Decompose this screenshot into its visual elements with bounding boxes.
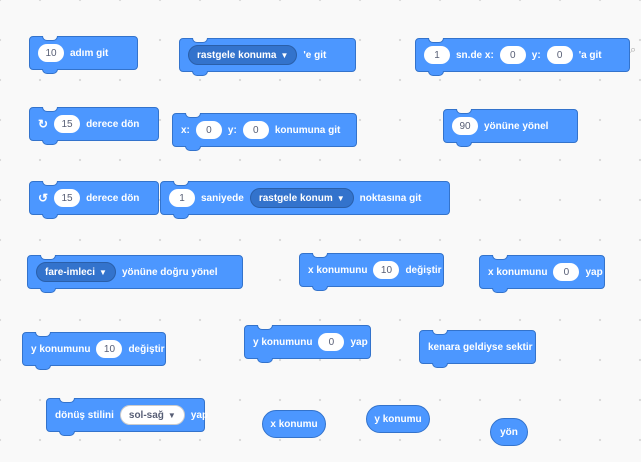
goto-xy-block[interactable]: x: 0 y: 0 konumuna git bbox=[172, 113, 357, 151]
goto-x-input[interactable]: 0 bbox=[195, 121, 222, 139]
goto-target-dropdown[interactable]: rastgele konuma ▼ bbox=[188, 45, 298, 65]
goto-y-input[interactable]: 0 bbox=[242, 121, 269, 139]
rotation-style-value: sol-sağ bbox=[128, 409, 164, 421]
glide-y-input[interactable]: 0 bbox=[546, 46, 573, 64]
steps-input[interactable]: 10 bbox=[38, 44, 64, 62]
set-y-block[interactable]: y konumunu 0 yap bbox=[244, 325, 371, 363]
set-x-label: x konumunu bbox=[488, 266, 548, 278]
change-x-label: x konumunu bbox=[308, 264, 368, 276]
set-x-block[interactable]: x konumunu 0 yap bbox=[479, 255, 605, 293]
glide-xy-block[interactable]: 1 sn.de x: 0 y: 0 'a git bbox=[415, 38, 630, 76]
rotation-style-label: dönüş stilini bbox=[55, 409, 114, 421]
goto-y-label: y: bbox=[227, 124, 237, 136]
bounce-label: kenara geldiyse sektir bbox=[428, 341, 533, 353]
bounce-block[interactable]: kenara geldiyse sektir bbox=[419, 330, 536, 368]
direction-label: yön bbox=[500, 426, 518, 438]
change-x-block[interactable]: x konumunu 10 değiştir bbox=[299, 253, 444, 291]
move-label: adım git bbox=[70, 47, 109, 59]
glide-to-label-b: noktasına git bbox=[359, 192, 422, 204]
point-direction-block[interactable]: 90 yönüne yönel bbox=[443, 109, 578, 147]
glide-secs-label: sn.de x: bbox=[456, 49, 494, 61]
glide-secs-input[interactable]: 1 bbox=[424, 46, 450, 64]
set-x-suffix: yap bbox=[585, 266, 603, 278]
point-towards-dropdown[interactable]: fare-imleci ▼ bbox=[36, 262, 116, 282]
change-x-input[interactable]: 10 bbox=[373, 261, 400, 279]
turn-left-input[interactable]: 15 bbox=[54, 189, 81, 207]
point-direction-label: yönüne yönel bbox=[484, 120, 549, 132]
x-position-reporter[interactable]: x konumu bbox=[262, 410, 326, 438]
rotation-style-suffix: yap bbox=[190, 409, 209, 421]
chevron-down-icon: ▼ bbox=[99, 267, 107, 277]
rotate-clockwise-icon: ↻ bbox=[38, 117, 49, 131]
chevron-down-icon: ▼ bbox=[167, 410, 176, 420]
glide-to-secs-input[interactable]: 1 bbox=[169, 189, 195, 207]
move-steps-block[interactable]: 10 adım git bbox=[29, 36, 138, 74]
y-position-label: y konumu bbox=[374, 413, 422, 425]
chevron-down-icon: ▼ bbox=[336, 193, 345, 203]
point-towards-value: fare-imleci bbox=[45, 266, 96, 278]
change-y-input[interactable]: 10 bbox=[96, 340, 123, 358]
change-y-block[interactable]: y konumunu 10 değiştir bbox=[22, 332, 166, 370]
rotation-style-dropdown[interactable]: sol-sağ ▼ bbox=[119, 405, 185, 425]
glide-target-value: rastgele konum bbox=[258, 192, 333, 204]
change-y-label: y konumunu bbox=[31, 343, 91, 355]
turn-left-label: derece dön bbox=[86, 192, 140, 204]
rotate-counterclockwise-icon: ↺ bbox=[38, 191, 49, 205]
direction-input[interactable]: 90 bbox=[452, 117, 478, 135]
goto-xy-label: konumuna git bbox=[274, 124, 341, 136]
change-x-suffix: değiştir bbox=[405, 264, 442, 276]
set-y-suffix: yap bbox=[350, 336, 368, 348]
goto-x-label: x: bbox=[181, 124, 190, 136]
set-x-input[interactable]: 0 bbox=[553, 263, 580, 281]
x-position-label: x konumu bbox=[270, 418, 318, 430]
rotation-style-block[interactable]: dönüş stilini sol-sağ ▼ yap bbox=[46, 398, 209, 436]
goto-target-value: rastgele konuma bbox=[197, 49, 277, 61]
chevron-down-icon: ▼ bbox=[280, 50, 289, 60]
point-towards-block[interactable]: fare-imleci ▼ yönüne doğru yönel bbox=[27, 255, 243, 293]
goto-suffix: 'e git bbox=[303, 49, 327, 61]
point-towards-label: yönüne doğru yönel bbox=[121, 266, 218, 278]
turn-right-block[interactable]: ↻ 15 derece dön bbox=[29, 107, 159, 145]
resize-grip-icon[interactable]: ⌕ bbox=[630, 44, 637, 56]
glide-target-dropdown[interactable]: rastgele konum ▼ bbox=[249, 188, 354, 208]
y-position-reporter[interactable]: y konumu bbox=[366, 405, 430, 433]
goto-block[interactable]: rastgele konuma ▼ 'e git bbox=[179, 38, 356, 76]
turn-left-block[interactable]: ↺ 15 derece dön bbox=[29, 181, 159, 219]
glide-to-label-a: saniyede bbox=[201, 192, 244, 204]
set-y-label: y konumunu bbox=[253, 336, 313, 348]
change-y-suffix: değiştir bbox=[128, 343, 165, 355]
glide-xy-suffix: 'a git bbox=[578, 49, 602, 61]
direction-reporter[interactable]: yön bbox=[490, 418, 528, 446]
turn-right-input[interactable]: 15 bbox=[54, 115, 81, 133]
glide-x-input[interactable]: 0 bbox=[499, 46, 526, 64]
glide-y-label: y: bbox=[531, 49, 541, 61]
glide-to-block[interactable]: 1 saniyede rastgele konum ▼ noktasına gi… bbox=[160, 181, 450, 219]
turn-right-label: derece dön bbox=[86, 118, 140, 130]
set-y-input[interactable]: 0 bbox=[318, 333, 345, 351]
